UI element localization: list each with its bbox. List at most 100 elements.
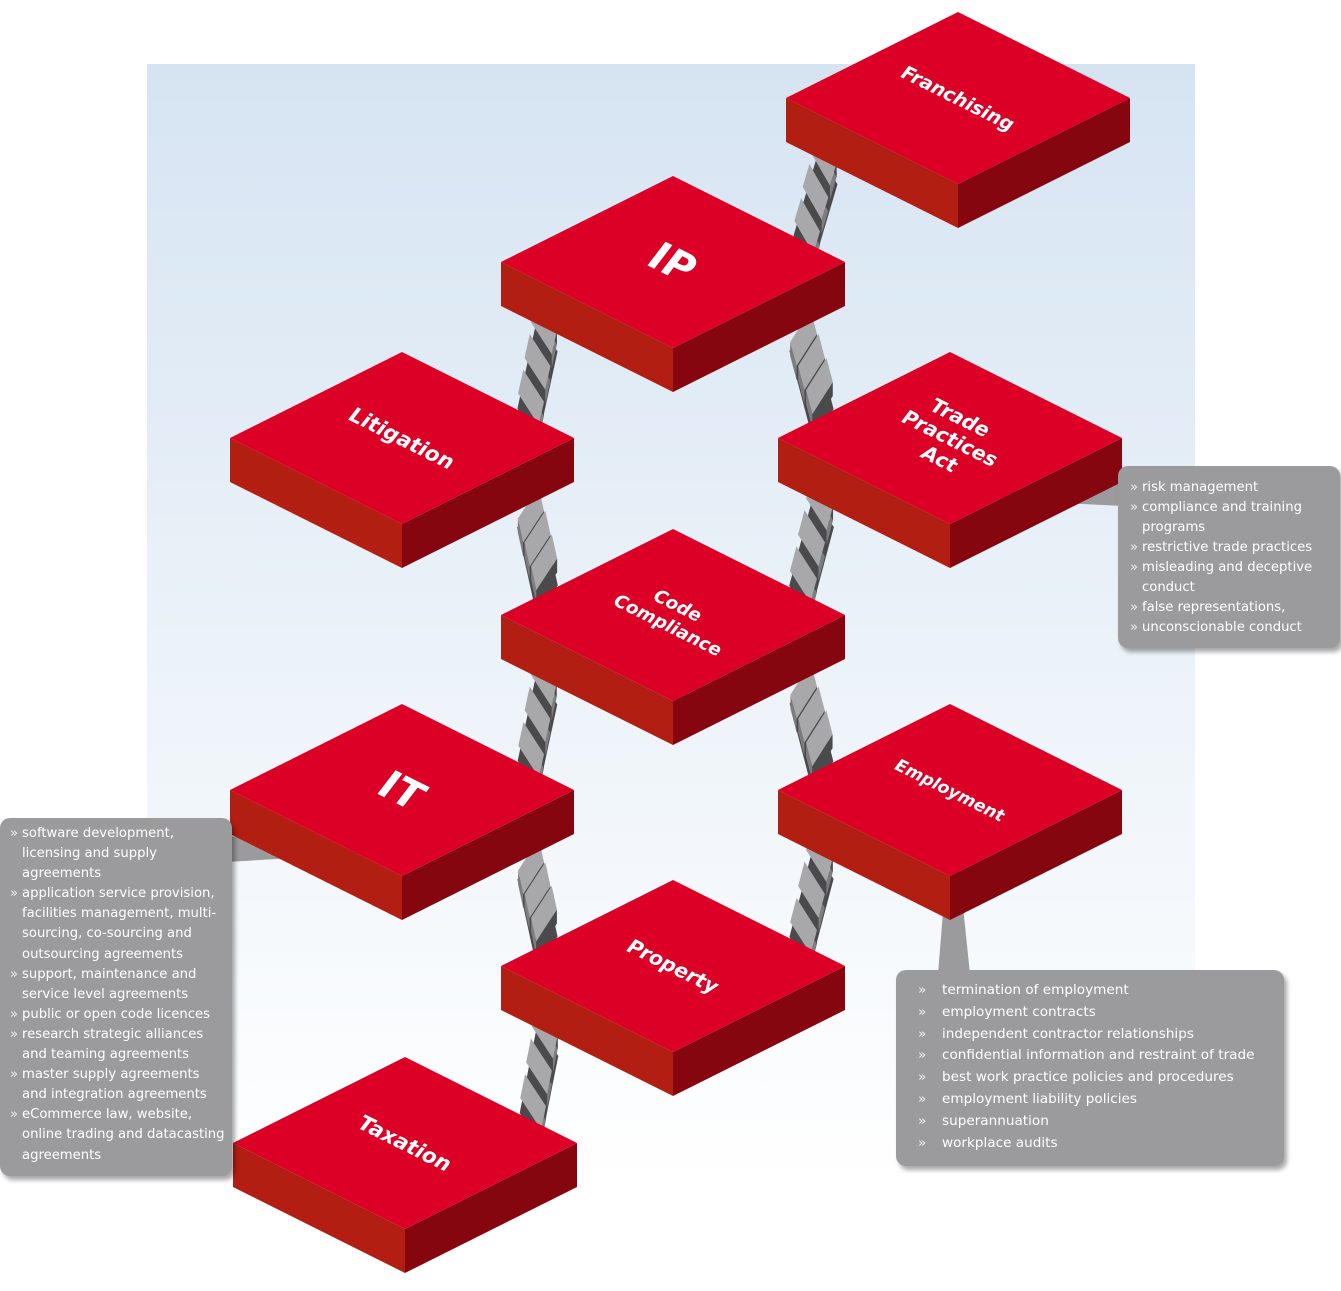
tile-top-face (501, 529, 845, 701)
tile-employment: Employment (778, 704, 1122, 920)
list-item: software development, licensing and supp… (10, 824, 226, 884)
stair-tread (790, 309, 817, 366)
tile-left-face (501, 262, 673, 392)
stair-tread (531, 534, 558, 591)
list-item: eCommerce law, website, online trading a… (10, 1105, 226, 1165)
tile-right-face (405, 1143, 577, 1273)
tile-property: Property (501, 880, 845, 1096)
stair-riser (806, 742, 813, 781)
stair-riser (524, 894, 530, 932)
tile-left-face (786, 98, 958, 228)
stair-tread (524, 334, 551, 390)
it-list: software development, licensing and supp… (10, 824, 226, 1166)
tile-right-face (402, 438, 574, 568)
tile-left-face (778, 790, 950, 920)
stair-tread (520, 1074, 546, 1130)
stair-connector (517, 486, 558, 618)
tile-left-face (778, 438, 950, 568)
stair-tread (806, 710, 833, 767)
list-item: misleading and deceptive conduct (1130, 558, 1330, 598)
tile-left-face (230, 438, 402, 568)
list-item: support, maintenance and service level a… (10, 965, 226, 1005)
tile-top-face (501, 880, 845, 1052)
stair-side (812, 734, 833, 781)
tile-left-face (230, 790, 402, 920)
stair-tread (794, 198, 820, 254)
stair-riser (806, 390, 813, 429)
stair-tread (798, 510, 825, 567)
stair-connector (789, 309, 834, 442)
stair-riser (517, 518, 524, 557)
list-item: termination of employment (918, 980, 1274, 1002)
trade-practices-callout: risk management compliance and training … (1118, 466, 1340, 648)
stair-tread (790, 898, 817, 955)
tile-left-face (233, 1143, 405, 1273)
list-item: risk management (1130, 478, 1330, 498)
stair-tread (524, 686, 551, 743)
stair-base (517, 672, 558, 793)
stair-tread (798, 861, 825, 919)
tile-top-face (778, 704, 1122, 876)
stair-riser (531, 566, 537, 605)
tile-top-face (230, 352, 574, 524)
list-item: independent contractor relationships (918, 1024, 1274, 1046)
list-item: restrictive trade practices (1130, 538, 1330, 558)
employment-list: termination of employment employment con… (918, 980, 1274, 1154)
tile-top-face (786, 12, 1130, 184)
stair-tread (790, 662, 817, 719)
stair-side (812, 382, 833, 429)
tile-ip: IP (501, 176, 845, 392)
it-callout: software development, licensing and supp… (0, 818, 232, 1176)
list-item: master supply agreements and integration… (10, 1065, 226, 1105)
stair-base (789, 495, 834, 618)
stair-base (793, 151, 838, 269)
stair-riser (790, 694, 797, 733)
stair-riser (790, 341, 797, 380)
stair-tread (802, 164, 829, 220)
list-item: public or open code licences (10, 1005, 226, 1025)
stair-tread (518, 838, 544, 895)
tile-franchising: Franchising (786, 12, 1130, 228)
stair-base (517, 319, 558, 441)
tile-right-face (950, 790, 1122, 920)
stair-tread (798, 686, 825, 743)
stair-side (536, 558, 558, 605)
tile-top-face (501, 176, 845, 348)
list-item: best work practice policies and procedur… (918, 1067, 1274, 1089)
tile-taxation: Taxation (233, 1057, 577, 1273)
trade-practices-list: risk management compliance and training … (1130, 478, 1330, 638)
tile-right-face (673, 262, 845, 392)
stair-tread (798, 333, 825, 391)
tile-top-face (230, 704, 574, 876)
employment-callout: termination of employment employment con… (896, 970, 1284, 1167)
tile-right-face (950, 438, 1122, 568)
tile-left-face (501, 966, 673, 1096)
tile-right-face (402, 790, 574, 920)
list-item: confidential information and restraint o… (918, 1045, 1274, 1067)
list-item: application service provision, facilitie… (10, 884, 226, 964)
stair-tread (518, 722, 545, 778)
stair-base (789, 846, 834, 970)
tile-trade-practices-act: TradePracticesAct (778, 352, 1122, 568)
stair-tread (789, 546, 817, 603)
tile-top-face (233, 1057, 577, 1229)
tile-right-face (673, 966, 845, 1096)
list-item: employment liability policies (918, 1089, 1274, 1111)
tile-it: IT (230, 704, 574, 920)
stair-connector (517, 838, 558, 969)
stair-riser (518, 870, 524, 909)
stair-tread (806, 358, 833, 415)
stair-tread (526, 1038, 552, 1095)
tile-code-compliance: CodeCompliance (501, 529, 845, 745)
tile-litigation: Litigation (230, 352, 574, 568)
list-item: employment contracts (918, 1002, 1274, 1024)
tile-top-face (778, 352, 1122, 524)
stair-riser (798, 718, 805, 757)
tile-right-face (673, 615, 845, 745)
tile-right-face (958, 98, 1130, 228)
stair-tread (517, 486, 544, 543)
stair-side (536, 909, 557, 956)
stair-tread (524, 862, 551, 918)
